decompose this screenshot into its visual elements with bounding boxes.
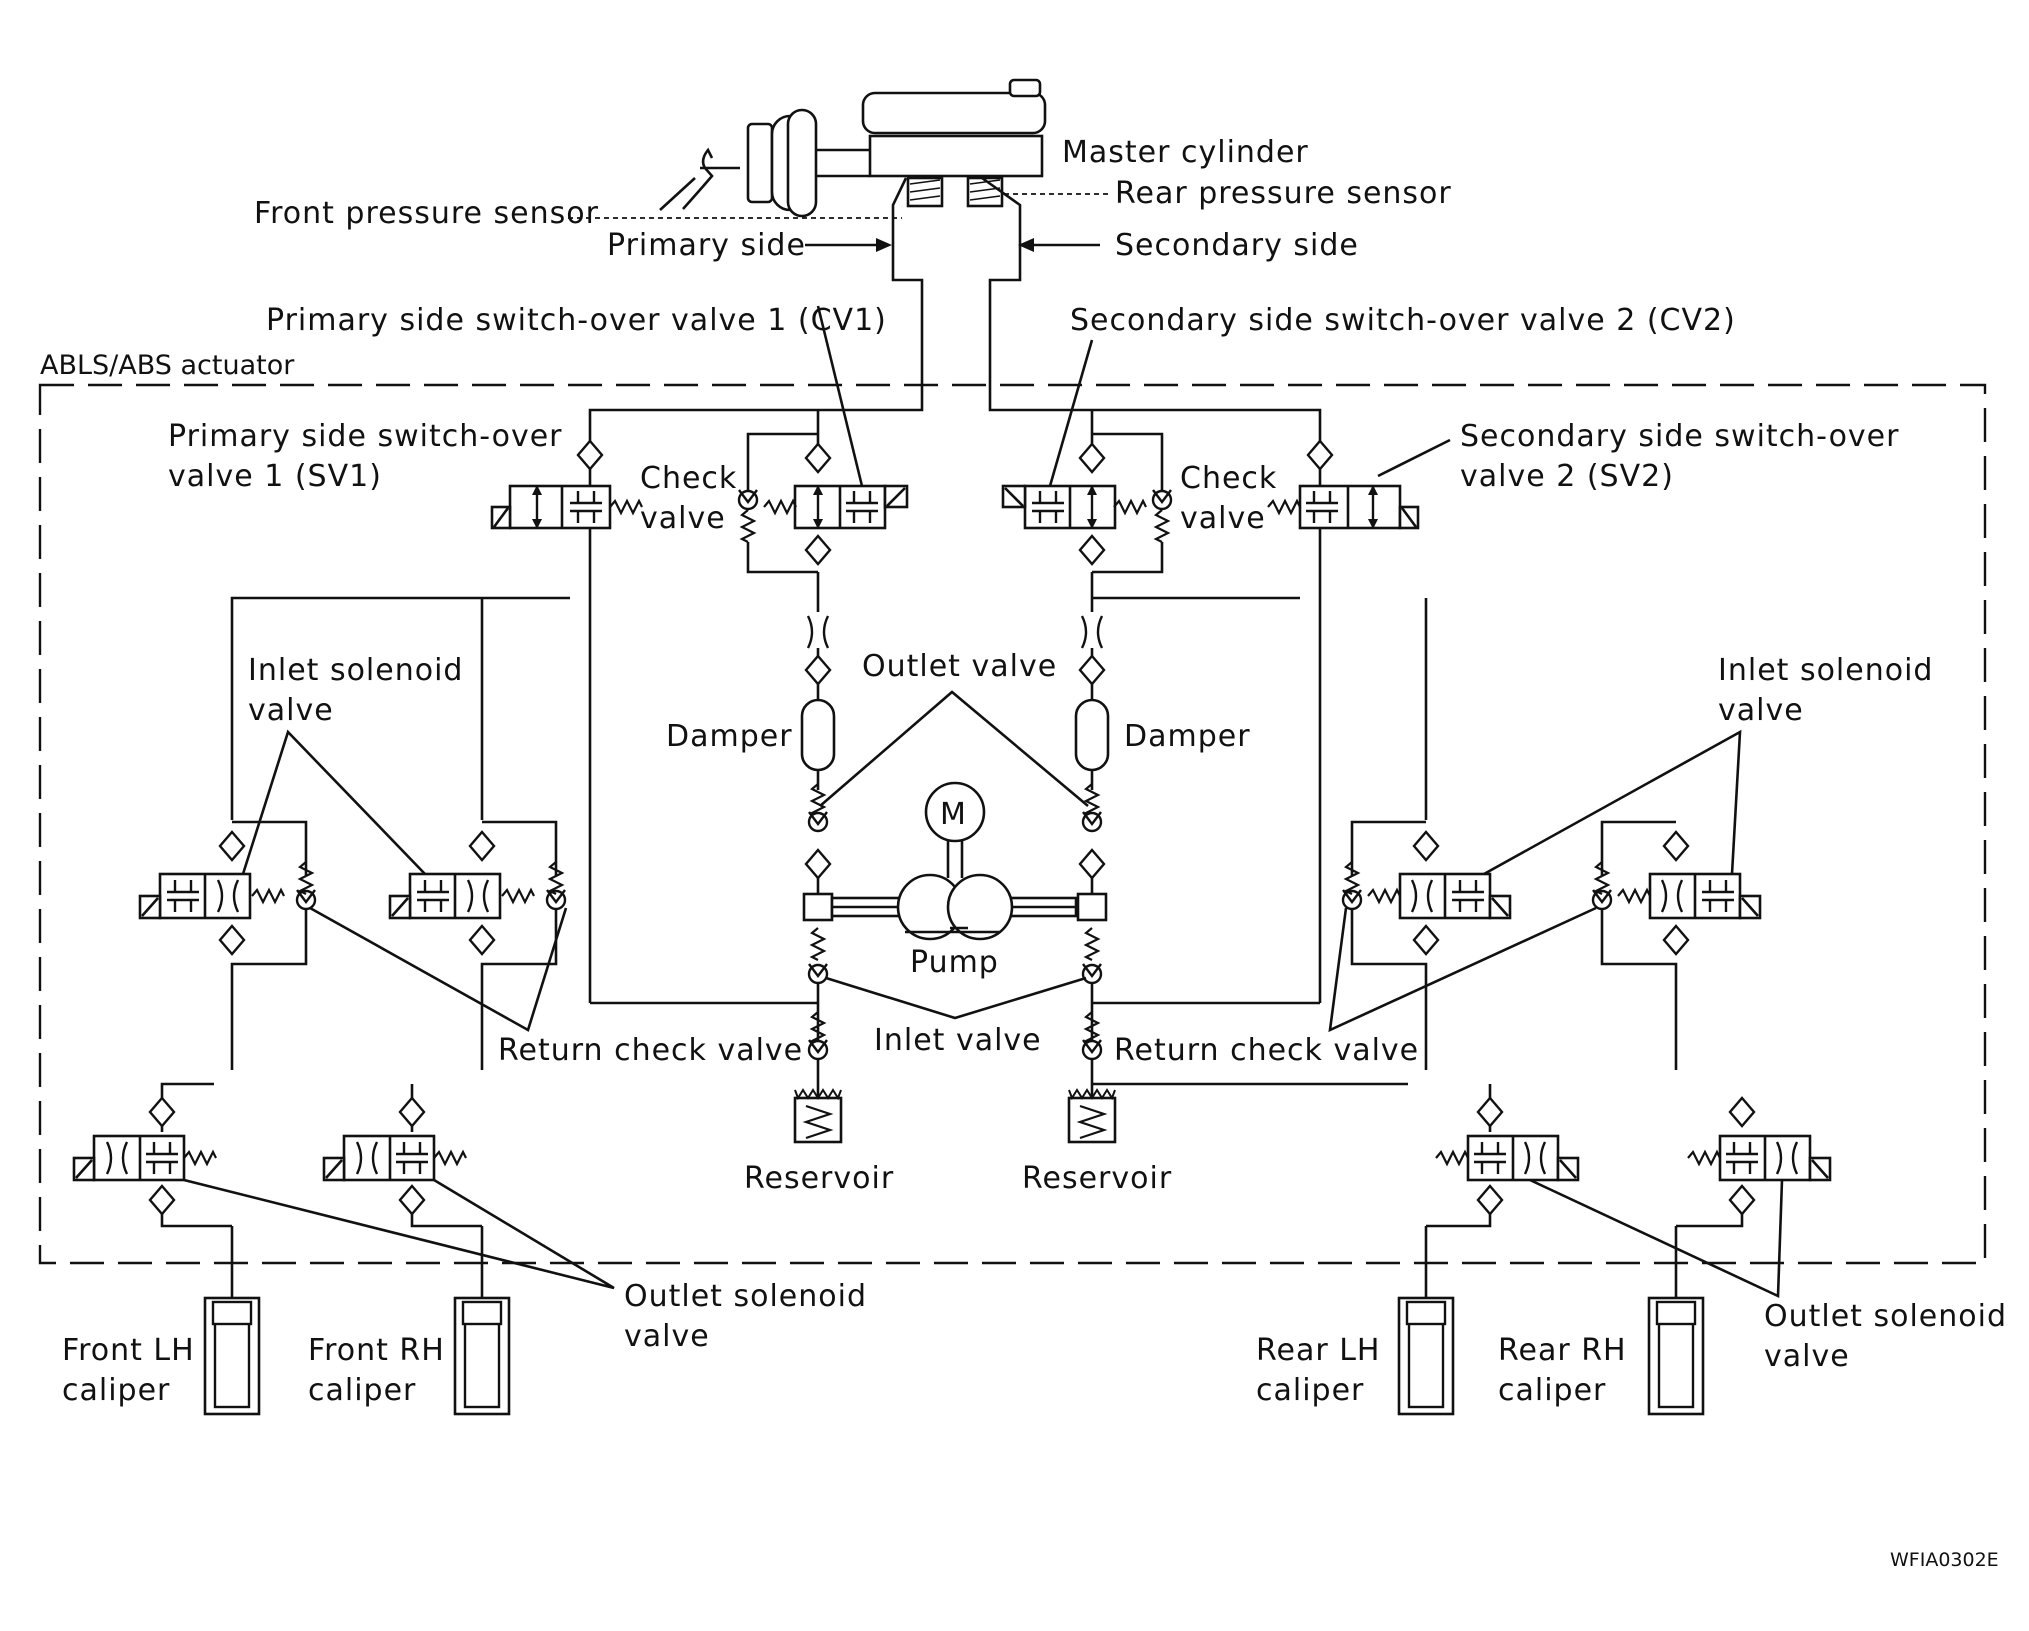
inlet-solenoid-right-label-line1: Inlet solenoid	[1718, 653, 1933, 688]
pump-circuit-right	[1067, 614, 1117, 1144]
front-lh-caliper	[203, 1296, 261, 1416]
reservoir-left-label: Reservoir	[744, 1161, 894, 1196]
outlet-solenoid-left-label-line1: Outlet solenoid	[624, 1279, 867, 1314]
rear-lh-label-line1: Rear LH	[1256, 1333, 1380, 1368]
outlet-solenoid-right-label-line1: Outlet solenoid	[1764, 1299, 2007, 1334]
sv1-label-line2: valve 1 (SV1)	[168, 459, 382, 494]
primary-side-label: Primary side	[607, 228, 806, 263]
check-valve-right-label-line2: valve	[1180, 501, 1266, 536]
reservoir-right-label: Reservoir	[1022, 1161, 1172, 1196]
outlet-solenoid-front-rh	[322, 1096, 482, 1228]
front-rh-label-line2: caliper	[308, 1373, 416, 1408]
front-rh-caliper	[453, 1296, 511, 1416]
primary-side-arrow	[876, 238, 892, 252]
secondary-side-arrow	[1018, 238, 1034, 252]
outlet-solenoid-rear-rh	[1676, 1096, 1832, 1228]
outlet-solenoid-rear-lh	[1426, 1096, 1580, 1228]
rear-rh-label-line1: Rear RH	[1498, 1333, 1627, 1368]
return-check-left-label: Return check valve	[498, 1033, 803, 1068]
motor-label: M	[940, 797, 967, 832]
sv2-label-line2: valve 2 (SV2)	[1460, 459, 1674, 494]
master-cylinder-label: Master cylinder	[1062, 135, 1309, 170]
inlet-solenoid-left-label-line2: valve	[248, 693, 334, 728]
check-valve-right-label-line1: Check	[1180, 461, 1277, 496]
cv1-valve	[737, 432, 909, 574]
inlet-solenoid-rear-rh	[1591, 820, 1762, 1070]
check-valve-left-label-line2: valve	[640, 501, 726, 536]
outlet-solenoid-left-label-line2: valve	[624, 1319, 710, 1354]
inlet-solenoid-left-label-line1: Inlet solenoid	[248, 653, 463, 688]
sv2-label-line1: Secondary side switch-over	[1460, 419, 1899, 454]
outlet-valve-label: Outlet valve	[862, 649, 1057, 684]
inlet-valve-label: Inlet valve	[874, 1023, 1042, 1058]
actuator-boundary	[38, 383, 1987, 1265]
distribution-lines	[230, 572, 1428, 820]
cv1-label: Primary side switch-over valve 1 (CV1)	[266, 303, 887, 338]
rear-rh-caliper	[1647, 1296, 1705, 1416]
rear-lh-caliper	[1397, 1296, 1455, 1416]
inlet-solenoid-right-label-line2: valve	[1718, 693, 1804, 728]
pump-motor	[830, 781, 1078, 941]
pump-label: Pump	[910, 945, 999, 980]
cv2-label: Secondary side switch-over valve 2 (CV2)	[1070, 303, 1736, 338]
figure-code: WFIA0302E	[1890, 1549, 1999, 1571]
sv1-valve	[490, 439, 644, 1003]
sv2-valve	[1266, 439, 1420, 1003]
front-rh-label-line1: Front RH	[308, 1333, 445, 1368]
outlet-solenoid-front-lh	[72, 1096, 232, 1228]
outlet-solenoid-right-label-line2: valve	[1764, 1339, 1850, 1374]
damper-right-label: Damper	[1124, 719, 1251, 754]
inlet-solenoid-rear-lh	[1341, 820, 1512, 1070]
front-lh-label-line2: caliper	[62, 1373, 170, 1408]
cv2-valve	[1001, 432, 1173, 574]
front-lh-label-line1: Front LH	[62, 1333, 195, 1368]
return-check-right-label: Return check valve	[1114, 1033, 1419, 1068]
master-cylinder-assembly	[659, 78, 1047, 218]
damper-left-label: Damper	[666, 719, 793, 754]
rear-rh-label-line2: caliper	[1498, 1373, 1606, 1408]
rear-pressure-sensor-label: Rear pressure sensor	[1115, 176, 1452, 211]
rear-lh-label-line2: caliper	[1256, 1373, 1364, 1408]
actuator-label: ABLS/ABS actuator	[40, 350, 295, 381]
check-valve-left-label-line1: Check	[640, 461, 737, 496]
inlet-solenoid-front-rh	[388, 820, 567, 1070]
inlet-solenoid-front-lh	[138, 820, 317, 1070]
front-pressure-sensor-label: Front pressure sensor	[254, 196, 599, 231]
secondary-side-label: Secondary side	[1115, 228, 1359, 263]
sv1-label-line1: Primary side switch-over	[168, 419, 563, 454]
